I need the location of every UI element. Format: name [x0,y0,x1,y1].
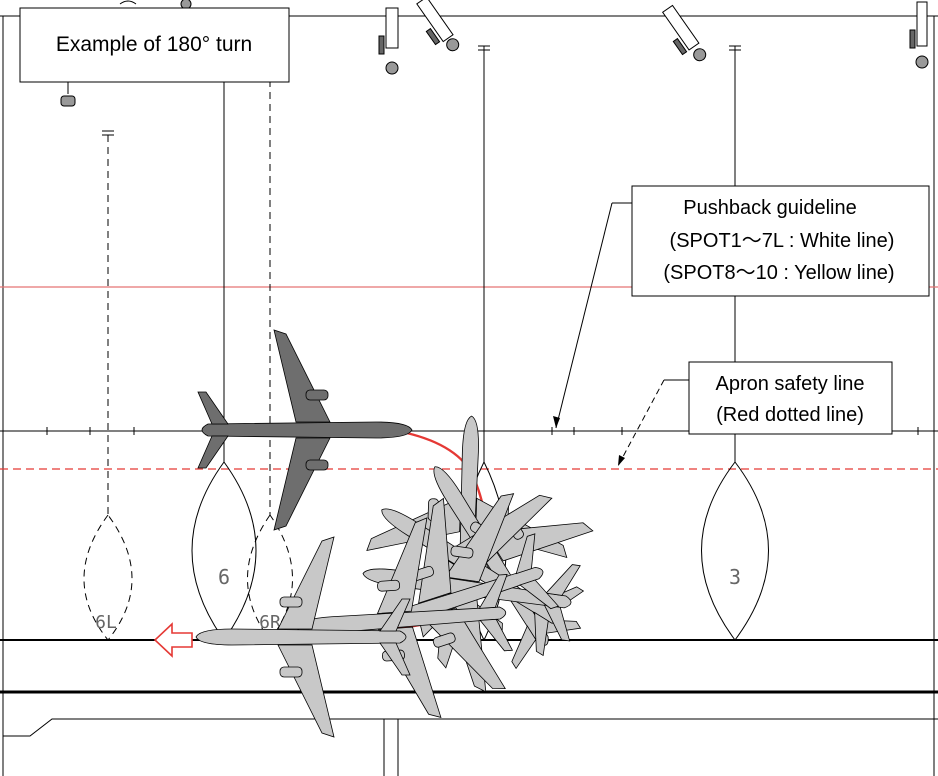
spot-label-3: 3 [729,565,741,589]
spot-lens-3 [701,461,769,641]
aircraft-sequence [153,329,634,738]
spot-label-6R: 6R [259,612,281,633]
spot-lens-6L [83,514,133,641]
apron-callout: Apron safety line (Red dotted line) [617,361,893,467]
service-road [3,718,938,737]
pushback-guideline-ticks [46,427,919,435]
spot-label-6: 6 [218,565,230,589]
pushback-heading: Pushback guideline [683,197,856,219]
title-box: Example of 180° turn [19,7,290,83]
boarding-bridge-icon [909,1,929,69]
pushback-callout: Pushback guideline (SPOT1～7L : White lin… [553,185,930,429]
apron-pointer [617,379,665,467]
boarding-bridges [60,0,929,107]
spot-lens-6 [191,461,257,641]
lead-in-cap-6L [102,130,114,136]
spot-label-6L: 6L [95,612,117,633]
apron-arrowhead [618,455,625,466]
boarding-bridge-icon [119,0,137,5]
diagram-title: Example of 180° turn [56,33,252,56]
pushback-line1: (SPOT1～7L : White line) [670,230,895,252]
aircraft-start-position [197,329,413,531]
pushback-line2: (SPOT8～10 : Yellow line) [663,262,894,284]
pushback-pointer [555,202,613,429]
boarding-bridge-icon [661,4,707,62]
left-arrow-outline-icon [153,622,193,658]
lead-in-cap-5 [478,45,490,51]
lead-in-cap-3 [729,45,741,51]
apron-line1: (Red dotted line) [716,404,864,426]
pushback-arrowhead [553,416,560,428]
boarding-bridge-icon [416,0,460,52]
apron-heading: Apron safety line [716,373,865,395]
boarding-bridge-icon [378,7,399,75]
